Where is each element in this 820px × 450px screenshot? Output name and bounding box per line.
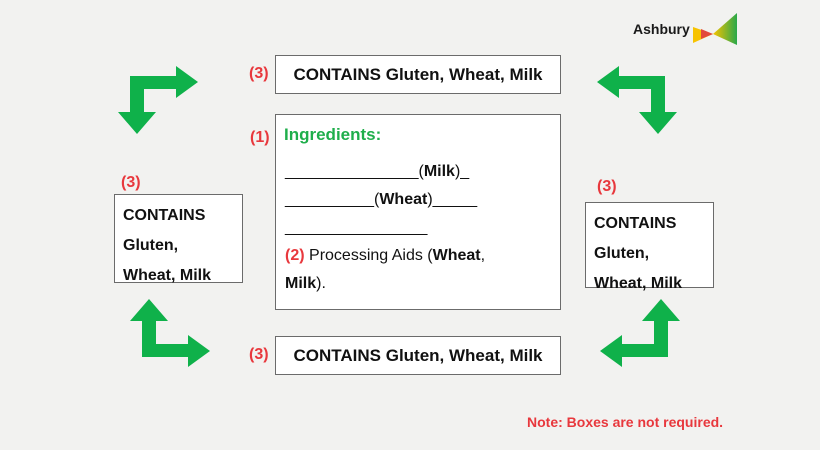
left-contains-line-3: Wheat, Milk: [123, 267, 212, 284]
paren-open-2: (: [373, 191, 380, 208]
top-contains-text: CONTAINS Gluten, Wheat, Milk: [293, 64, 543, 84]
bottom-contains-box: CONTAINS Gluten, Wheat, Milk: [275, 336, 561, 375]
paren-open-1: (: [418, 163, 424, 180]
aid-end: ).: [316, 275, 326, 292]
left-contains-line-2: Gluten,: [123, 237, 179, 254]
top-contains-box: CONTAINS Gluten, Wheat, Milk: [275, 55, 561, 94]
right-contains-line-1: CONTAINS: [594, 215, 677, 232]
blank-1: _______________: [285, 163, 419, 180]
ingredients-line-2: __________(Wheat)_____: [285, 191, 477, 209]
ingredients-box: Ingredients: _______________(Milk)_ ____…: [275, 114, 561, 310]
ingredients-marker: (1): [250, 129, 270, 146]
aid-allergen-wheat: Wheat: [432, 247, 481, 264]
paren-close-2: )_____: [427, 191, 478, 208]
right-statement-marker: (3): [597, 178, 617, 195]
right-contains-box: CONTAINS Gluten, Wheat, Milk: [585, 202, 714, 292]
brand-name: Ashbury: [633, 21, 690, 37]
arrow-top-right-icon: [597, 66, 677, 134]
allergen-milk: Milk: [423, 163, 455, 180]
ingredients-title: Ingredients:: [284, 125, 382, 144]
ingredients-line-3: ________________: [285, 219, 428, 236]
aid-separator: ,: [480, 247, 486, 264]
ingredients-line-1: _______________(Milk)_: [285, 163, 469, 181]
arrow-bottom-left-icon: [130, 299, 210, 367]
arrow-top-left-icon: [118, 66, 198, 134]
processing-aids-line: (2) Processing Aids (Wheat,: [285, 247, 485, 265]
bottom-statement-marker: (3): [249, 346, 269, 363]
processing-aids-line-2: Milk).: [285, 275, 326, 293]
left-contains-box: CONTAINS Gluten, Wheat, Milk: [114, 194, 243, 284]
paren-close-1: )_: [454, 163, 470, 180]
left-contains-line-1: CONTAINS: [123, 207, 206, 224]
left-statement-marker: (3): [121, 174, 141, 191]
right-contains-line-2: Gluten,: [594, 245, 650, 262]
brand-logo-icon: [693, 13, 737, 45]
bottom-contains-text: CONTAINS Gluten, Wheat, Milk: [293, 345, 543, 365]
arrow-bottom-right-icon: [600, 299, 680, 367]
top-statement-marker: (3): [249, 65, 269, 82]
processing-aids-text: Processing Aids (: [309, 247, 433, 264]
aid-allergen-milk: Milk: [285, 275, 317, 292]
note-text: Note: Boxes are not required.: [527, 414, 724, 430]
processing-aids-marker: (2): [285, 247, 305, 264]
right-contains-line-3: Wheat, Milk: [594, 275, 683, 292]
blank-2: __________: [285, 191, 374, 208]
allergen-wheat: Wheat: [379, 191, 428, 208]
